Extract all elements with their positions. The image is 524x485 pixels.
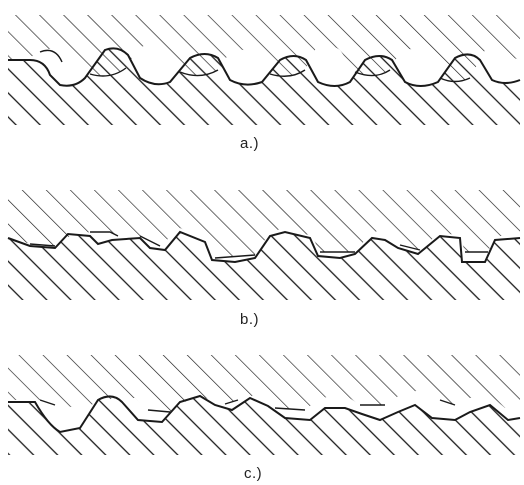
panel-c-upper-body [8,355,520,412]
panel-c-upper-outline [39,399,456,413]
panel-b-upper-outline [29,231,488,259]
panel-c-lower-body [8,396,520,455]
panel-a-thread-outline [8,47,521,87]
panel-b [7,190,521,300]
panel-b-upper-body [8,190,520,258]
panel-b-caption: b.) [240,311,260,328]
panel-a-lower-body [8,48,520,126]
panel-a [8,15,521,126]
panel-c [8,355,521,455]
panel-b-thread-outline [7,230,521,264]
panel-a-upper-body [8,15,520,82]
panel-b-lower-body [8,232,520,300]
panel-a-caption: a.) [240,135,260,152]
panel-c-thread-outline [8,394,521,434]
panel-a-upper-outline [39,49,471,83]
panel-c-caption: c.) [244,465,263,482]
